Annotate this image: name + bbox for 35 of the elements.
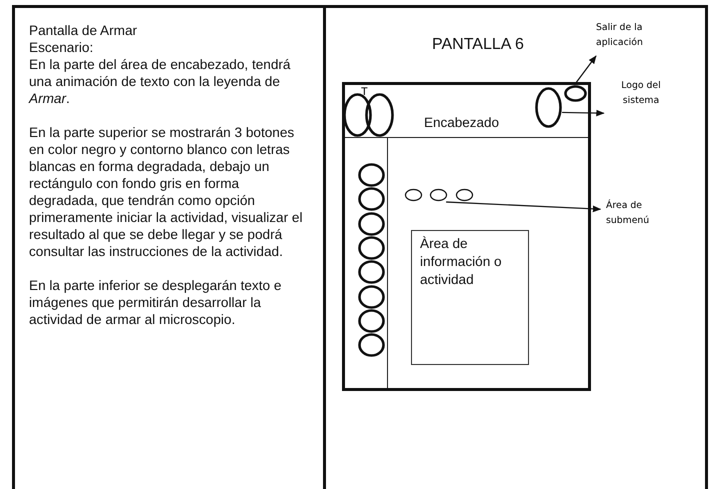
callout-label: Logo del sistema	[610, 78, 672, 110]
ellipse-shape	[358, 236, 385, 260]
screen-panel	[323, 5, 708, 489]
ellipse-shape	[455, 188, 474, 202]
leader-arrow	[446, 201, 602, 212]
header-bar	[345, 85, 588, 138]
ellipse-shape	[358, 308, 385, 333]
header-label: Encabezado	[424, 115, 500, 130]
ellipse-shape	[564, 85, 587, 102]
description-paragraph: En la parte inferior se desplegarán texto e imágenes que permitirán desarrollar la actividad de armar al microscopio.	[29, 277, 282, 328]
info-area-label: Àrea de información o actividad	[420, 235, 503, 289]
callout-label: Salir de la aplicación	[596, 20, 662, 56]
ellipse-shape	[535, 87, 562, 128]
panel-title: Pantalla de Armar	[29, 22, 138, 39]
screen-title: PANTALLA 6	[432, 36, 524, 54]
callout-label: Área de submenú	[606, 198, 662, 230]
ellipse-shape	[358, 284, 385, 308]
ellipse-shape	[343, 93, 372, 137]
ellipse-shape	[358, 187, 385, 212]
leader-arrow	[574, 55, 596, 86]
ellipse-shape	[358, 333, 385, 358]
ellipse-shape	[404, 188, 423, 202]
info-area-box	[411, 230, 529, 365]
leader-arrow	[562, 110, 605, 116]
screen-box	[342, 82, 591, 391]
section-label: Escenario:	[29, 39, 94, 56]
description-paragraph: En la parte superior se mostrarán 3 botones en color negro y contorno blanco con letras blancas en forma degradada, debajo un rectángulo con fondo gris en forma degradada, que tendrán como opción primeramente iniciar la actividad, visualizar el resultado al que se debe llegar y se podrá consultar las instrucciones de la actividad.	[29, 124, 304, 260]
ellipse-shape	[365, 93, 394, 137]
ellipse-shape	[429, 188, 448, 202]
description-panel	[12, 5, 324, 489]
description-paragraph: En la parte del área de encabezado, tendrá una animación de texto con la leyenda de Armar.	[29, 56, 292, 107]
ellipse-shape	[358, 212, 385, 236]
stray-mark: T	[361, 86, 368, 98]
ellipse-shape	[358, 260, 385, 284]
ellipse-shape	[358, 163, 385, 187]
